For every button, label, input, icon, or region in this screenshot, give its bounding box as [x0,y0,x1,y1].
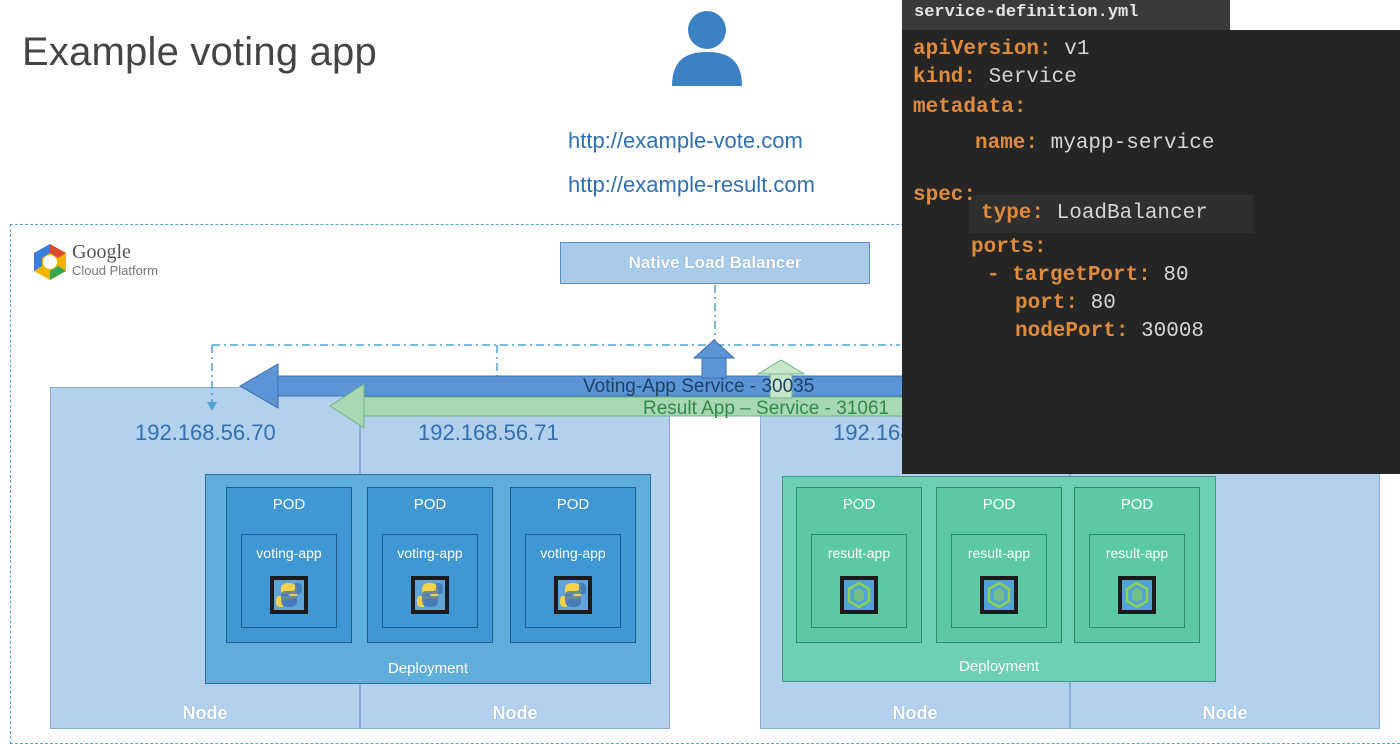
nodejs-container-icon [1118,576,1156,614]
code-highlight [969,195,1253,233]
result-url[interactable]: http://example-result.com [568,172,815,197]
pod-title: POD [982,496,1016,513]
google-cloud-logo-text: Google Cloud Platform [72,241,158,278]
node-label: Node [892,703,938,723]
deployment-label: Deployment [387,660,469,677]
voting-service-label: Voting-App Service - 30035 [583,376,815,397]
node-ip: 192.168.56.70 [135,420,276,445]
code-line: kind: Service [913,66,1077,89]
pod: POD result-app [936,487,1062,643]
container: result-app [811,534,907,628]
app-label: voting-app [256,545,322,561]
code-line: port: 80 [1015,292,1116,315]
node-label: Node [492,703,538,723]
result-service-label: Result App – Service - 31061 [643,398,890,419]
python-container-icon [270,576,308,614]
app-label: voting-app [540,545,606,561]
container: result-app [951,534,1047,628]
voting-service-arrow [239,339,906,409]
code-line: name: myapp-service [975,132,1215,155]
python-container-icon [554,576,592,614]
pod: POD voting-app [510,487,636,643]
pod: POD result-app [796,487,922,643]
pod: POD voting-app [367,487,493,643]
user-icon [672,11,742,86]
node-ip: 192.168.56.71 [418,420,559,445]
app-label: result-app [1105,545,1169,561]
container: voting-app [382,534,478,628]
google-cloud-logo-icon [34,244,66,280]
container: result-app [1089,534,1185,628]
app-label: voting-app [397,545,463,561]
code-line: - targetPort: 80 [987,264,1189,287]
pod-title: POD [272,496,306,513]
pod-title: POD [556,496,590,513]
app-label: result-app [967,545,1031,561]
vote-url[interactable]: http://example-vote.com [568,128,803,153]
node-label: Node [1202,703,1248,723]
link-arrowhead [207,402,217,411]
nodejs-container-icon [840,576,878,614]
pod-title: POD [413,496,447,513]
code-line: type: LoadBalancer [981,202,1208,225]
code-line: nodePort: 30008 [1015,320,1205,343]
pod: POD voting-app [226,487,352,643]
deployment-label: Deployment [958,658,1040,675]
code-line: apiVersion: v1 [913,38,1090,61]
code-line: spec: [913,184,977,207]
node-label: Node [182,703,228,723]
code-line: metadata: [913,96,1027,119]
code-panel [902,30,1400,474]
pod-title: POD [842,496,876,513]
pod: POD result-app [1074,487,1200,643]
python-container-icon [411,576,449,614]
code-filename-tab[interactable]: service-definition.yml [902,0,1230,30]
nodejs-container-icon [980,576,1018,614]
native-load-balancer: Native Load Balancer [560,242,870,284]
container: voting-app [241,534,337,628]
pod-title: POD [1120,496,1154,513]
app-label: result-app [827,545,891,561]
container: voting-app [525,534,621,628]
page-title: Example voting app [22,30,377,74]
code-line: ports: [971,236,1047,259]
